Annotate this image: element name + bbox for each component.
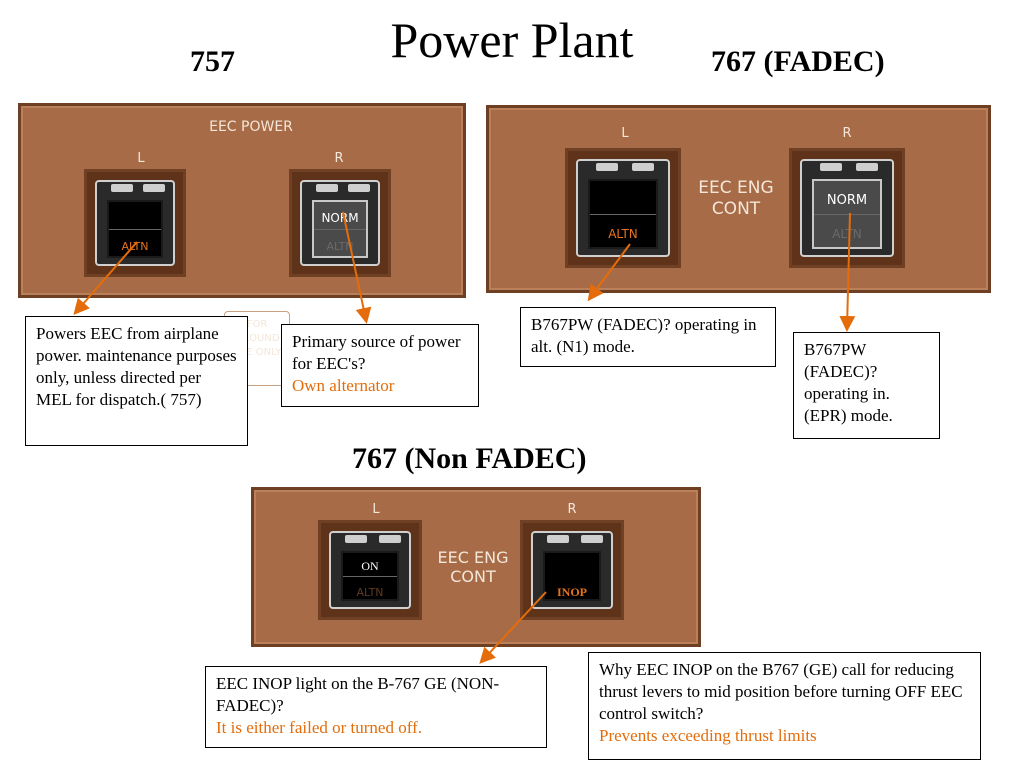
panel-767-fadec: L R ALTN EEC ENG CONT NORM ALTN: [486, 105, 991, 293]
label-767-fadec: 767 (FADEC): [711, 45, 885, 78]
switch-clip-icon: [596, 163, 618, 171]
switch-guard: ALTN: [95, 180, 175, 266]
callout-why-inop-answer: Prevents exceeding thrust limits: [599, 726, 817, 745]
switch-clip-icon: [348, 184, 370, 192]
eec-eng-cont-left-switch[interactable]: ALTN: [565, 148, 681, 268]
fadec-right-norm-light: NORM: [826, 193, 868, 208]
callout-why-inop-text: Why EEC INOP on the B767 (GE) call for r…: [599, 660, 963, 723]
callout-fadec-alt-mode: B767PW (FADEC)? operating in alt. (N1) m…: [520, 307, 776, 367]
arrow-fadec-alt-mode: [587, 243, 631, 302]
eec-power-left-altn-light: ALTN: [121, 240, 149, 253]
switch-clip-icon: [143, 184, 165, 192]
callout-eec-power-alt-text: Powers EEC from airplane power. maintena…: [36, 324, 237, 409]
callout-primary-source-answer: Own alternator: [292, 376, 395, 395]
eec-nonfadec-right-switch[interactable]: INOP: [520, 520, 624, 620]
switch-clip-icon: [820, 163, 842, 171]
arrow-eec-inop: [479, 591, 547, 664]
switch-clip-icon: [345, 535, 367, 543]
callout-eec-inop-text: EEC INOP light on the B-767 GE (NON-FADE…: [216, 674, 500, 715]
label-767-non-fadec: 767 (Non FADEC): [352, 442, 587, 475]
switch-face: NORM ALTN: [812, 179, 882, 249]
switch-guard: NORM ALTN: [300, 180, 380, 266]
eec-eng-cont-text: EEC ENG CONT: [698, 178, 774, 219]
switch-clip-icon: [379, 535, 401, 543]
switch-clip-icon: [581, 535, 603, 543]
panel-fadec-right-label: R: [842, 126, 852, 141]
eec-nonfadec-left-switch[interactable]: ON ALTN: [318, 520, 422, 620]
switch-guard: NORM ALTN: [800, 159, 894, 257]
panel-757-eec-power: EEC POWER L R ALTN FOR GROUND USE ONLY N…: [18, 103, 466, 386]
nonfadec-right-inop-light: INOP: [557, 585, 587, 599]
switch-face: NORM ALTN: [312, 200, 368, 258]
arrow-fadec-epr-mode: [839, 212, 856, 332]
callout-primary-source: Primary source of power for EEC's? Own a…: [281, 324, 479, 407]
switch-face: ALTN: [107, 200, 163, 258]
eec-eng-cont-text-nonfadec: EEC ENG CONT: [437, 548, 509, 586]
panel-757-left-label: L: [137, 151, 145, 166]
panel-767-non-fadec: L R ON ALTN EEC ENG CONT INOP: [251, 487, 701, 647]
arrow-primary-source: [342, 211, 372, 324]
label-757: 757: [190, 45, 235, 78]
arrow-eec-power-alt: [73, 241, 138, 316]
eec-power-right-altn-light: ALTN: [326, 240, 354, 253]
switch-guard: ALTN: [576, 159, 670, 257]
switch-clip-icon: [856, 163, 878, 171]
callout-eec-inop-answer: It is either failed or turned off.: [216, 718, 422, 737]
eec-power-right-norm-light: NORM: [321, 211, 359, 225]
nonfadec-left-altn-light: ALTN: [356, 586, 384, 599]
switch-clip-icon: [111, 184, 133, 192]
page-title: Power Plant: [390, 12, 634, 68]
panel-757-right-label: R: [334, 151, 344, 166]
callout-fadec-epr-mode-text: B767PW (FADEC)? operating in. (EPR) mode…: [804, 340, 893, 425]
fadec-left-altn-light: ALTN: [608, 227, 638, 241]
callout-fadec-alt-mode-text: B767PW (FADEC)? operating in alt. (N1) m…: [531, 315, 757, 356]
callout-fadec-epr-mode: B767PW (FADEC)? operating in. (EPR) mode…: [793, 332, 940, 439]
switch-face: ON ALTN: [341, 551, 399, 601]
panel-757-heading: EEC POWER: [209, 119, 293, 135]
callout-why-inop: Why EEC INOP on the B767 (GE) call for r…: [588, 652, 981, 760]
switch-clip-icon: [316, 184, 338, 192]
callout-primary-source-text: Primary source of power for EEC's?: [292, 332, 461, 373]
fadec-right-altn-light: ALTN: [832, 227, 862, 241]
switch-face: INOP: [543, 551, 601, 601]
callout-eec-power-alt: Powers EEC from airplane power. maintena…: [25, 316, 248, 446]
panel-nonfadec-left-label: L: [372, 502, 380, 517]
switch-guard: INOP: [531, 531, 613, 609]
ground-use-text: FOR GROUND USE ONLY: [232, 319, 282, 358]
panel-nonfadec-right-label: R: [567, 502, 577, 517]
panel-fadec-left-label: L: [621, 126, 629, 141]
eec-power-left-switch[interactable]: ALTN: [84, 169, 186, 277]
eec-eng-cont-right-switch[interactable]: NORM ALTN: [789, 148, 905, 268]
switch-clip-icon: [632, 163, 654, 171]
eec-power-right-switch[interactable]: NORM ALTN: [289, 169, 391, 277]
nonfadec-left-on-light: ON: [361, 559, 379, 573]
switch-face: ALTN: [588, 179, 658, 249]
switch-guard: ON ALTN: [329, 531, 411, 609]
callout-eec-inop: EEC INOP light on the B-767 GE (NON-FADE…: [205, 666, 547, 748]
switch-clip-icon: [547, 535, 569, 543]
